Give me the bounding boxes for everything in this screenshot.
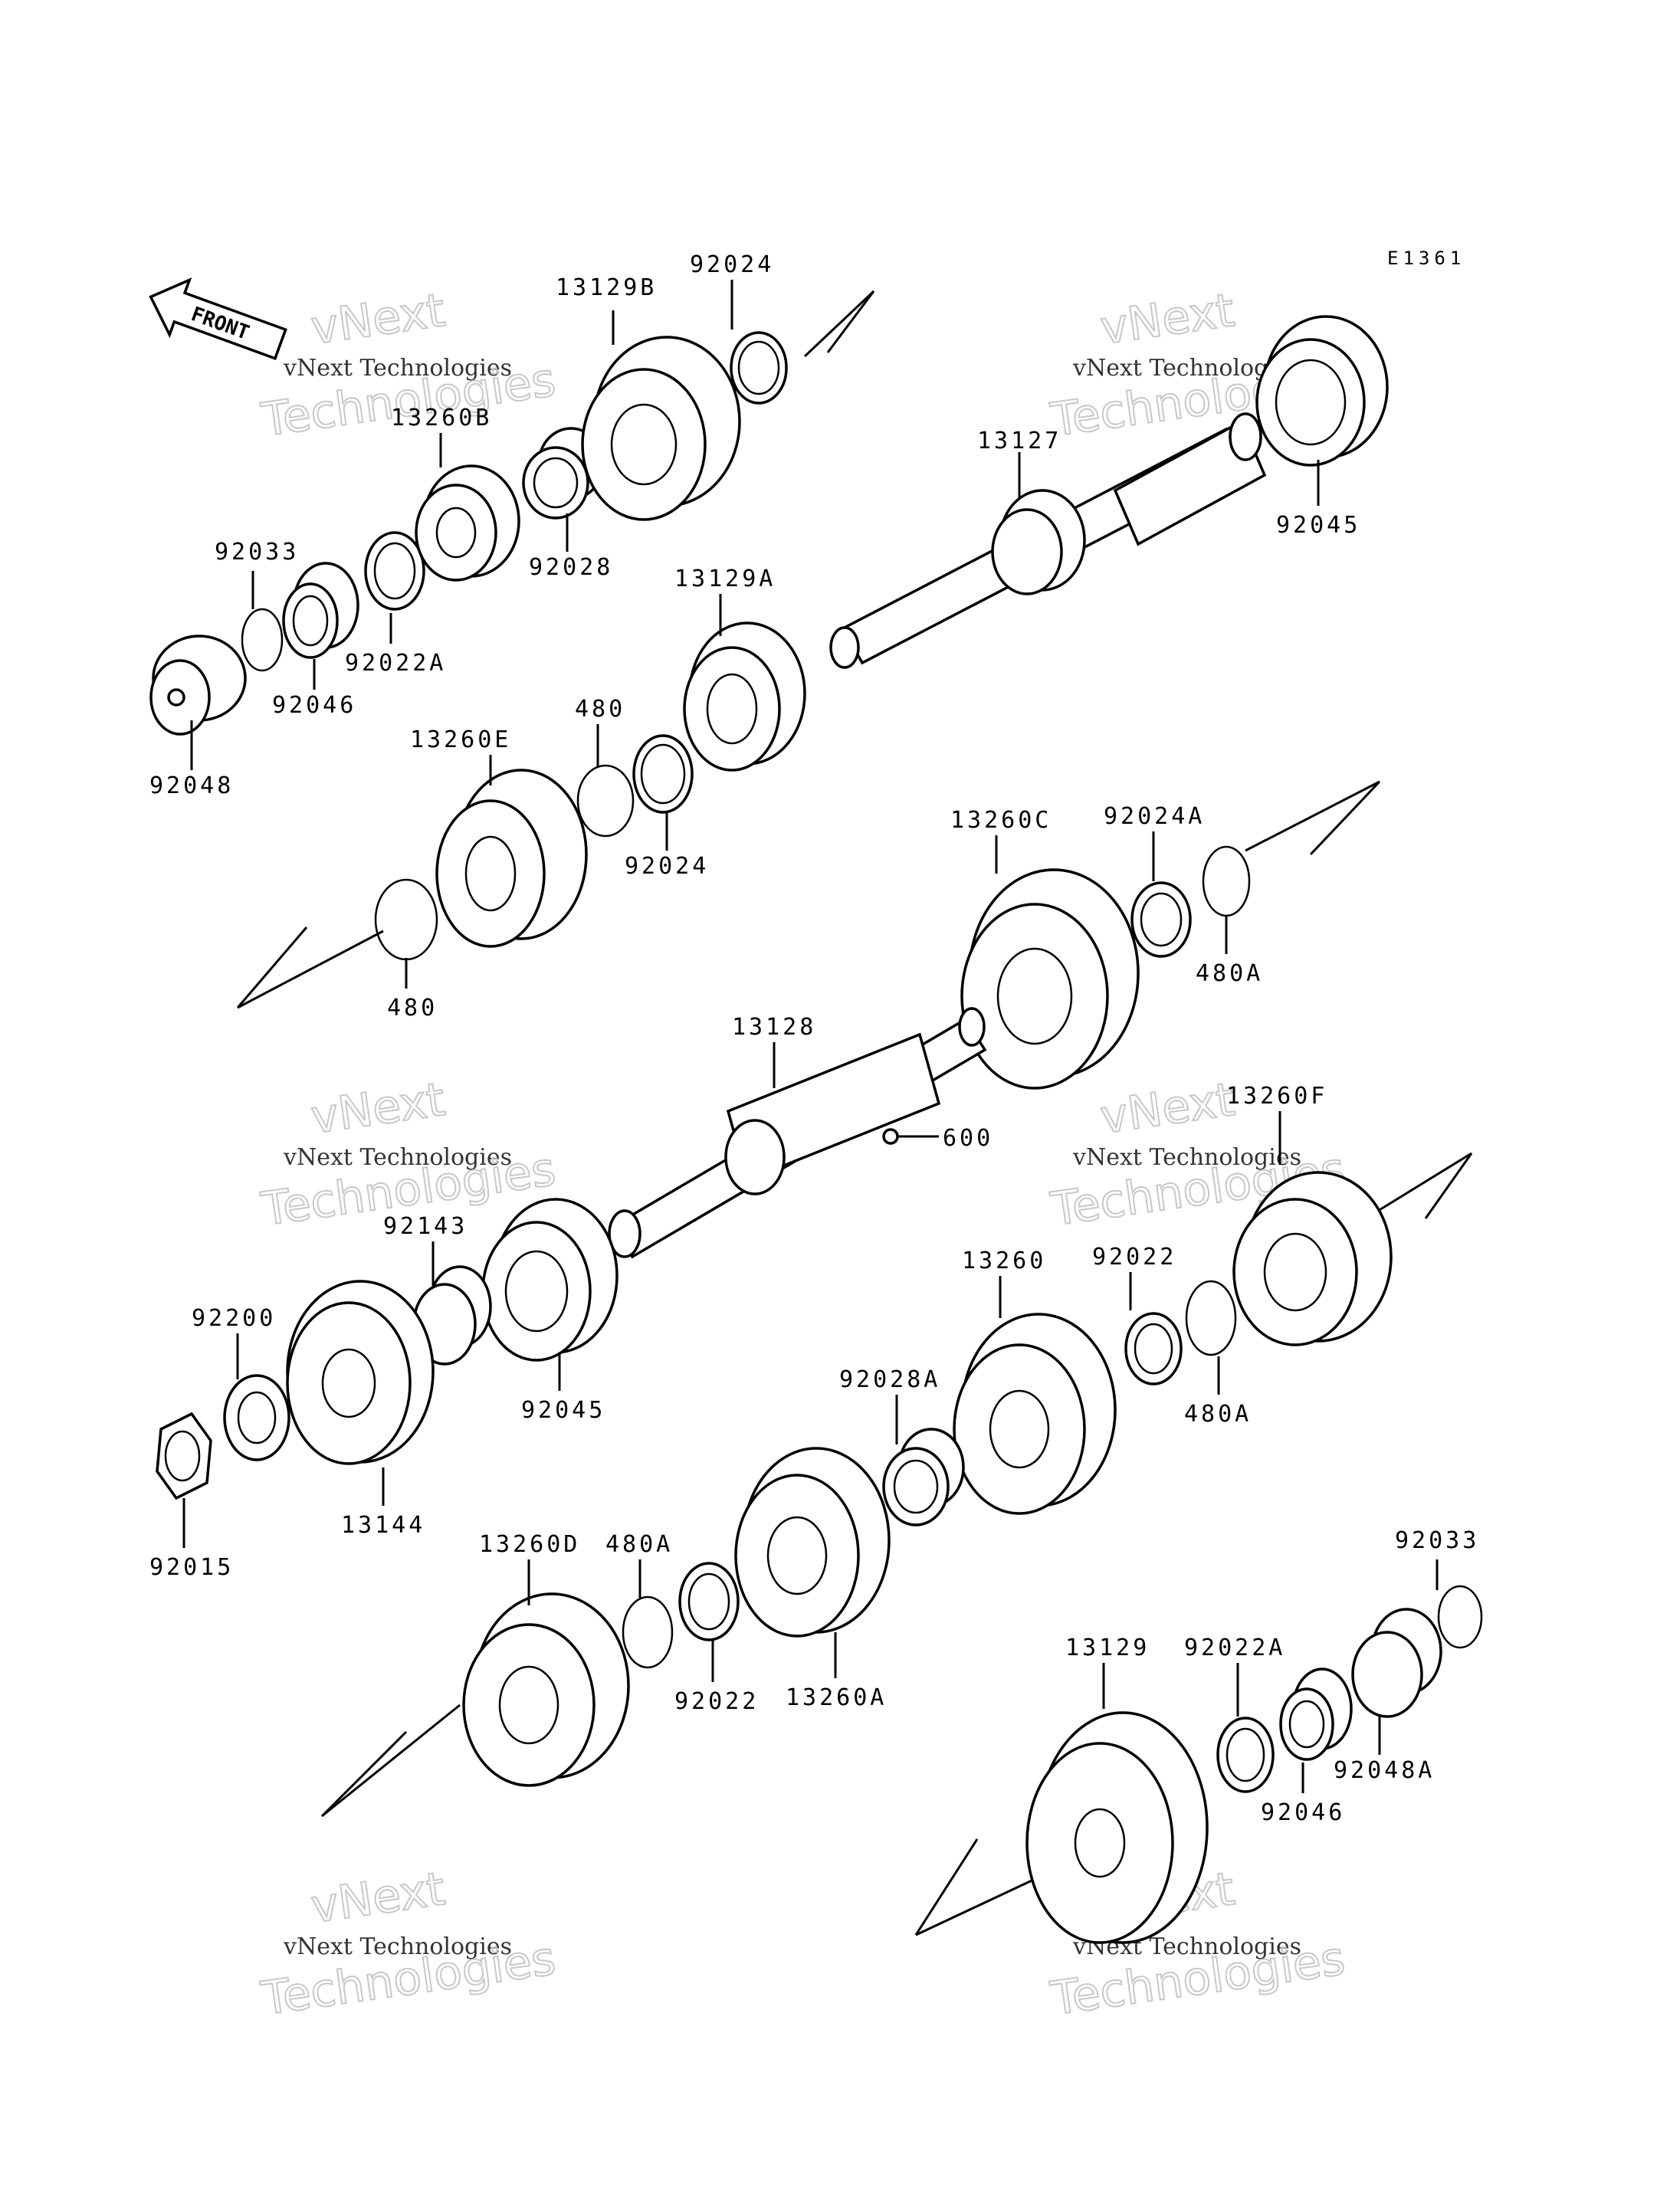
label-92022A-low: 92022A [1184, 1635, 1285, 1661]
part-92033-circlip-icon [241, 608, 284, 672]
label-13129: 13129 [1065, 1635, 1150, 1661]
label-600: 600 [943, 1125, 993, 1152]
label-92015: 92015 [149, 1554, 234, 1581]
label-92028: 92028 [529, 554, 613, 581]
watermark-small: vNext Technologies [283, 355, 512, 382]
part-92046-needle-bearing-low-icon [1279, 1667, 1353, 1761]
label-13260E: 13260E [410, 726, 511, 753]
part-92024-circlip-top-icon [730, 331, 788, 405]
label-92033-low: 92033 [1395, 1527, 1479, 1554]
part-480A-circlip-low-icon [622, 1595, 674, 1669]
label-92022A-top: 92022A [345, 650, 446, 677]
diagram-code: E1361 [1387, 248, 1465, 269]
part-13128-counter-shaft-icon [608, 1007, 987, 1259]
label-13129A: 13129A [674, 566, 776, 592]
part-480A-circlip-mid-icon [1185, 1280, 1237, 1356]
axis-lines [236, 290, 1473, 1936]
part-92028A-bushing-icon [882, 1428, 965, 1526]
label-480A-top: 480A [1196, 960, 1263, 987]
label-92024-mid: 92024 [625, 853, 709, 880]
part-92046-needle-bearing-icon [282, 562, 359, 659]
part-92022-washer-low-icon [678, 1562, 740, 1641]
label-92045-mid: 92045 [521, 1397, 605, 1424]
part-13260F-gear-icon [1232, 1171, 1393, 1346]
part-13129-gear-icon [1025, 1711, 1209, 1944]
part-92048A-collar-icon [1351, 1608, 1442, 1718]
label-13260D: 13260D [479, 1531, 580, 1558]
label-480A-mid: 480A [1184, 1401, 1252, 1428]
part-92022A-washer-icon [364, 531, 425, 611]
label-92033-top: 92033 [215, 539, 299, 566]
watermark-big-top: vNext [308, 284, 448, 356]
part-13260E-gear-icon [435, 769, 588, 948]
part-600-dot-icon [882, 1128, 939, 1145]
part-13129A-gear-icon [683, 621, 806, 772]
label-92048: 92048 [149, 772, 234, 799]
label-92024-top: 92024 [690, 251, 774, 278]
label-13260F: 13260F [1226, 1083, 1327, 1110]
label-92028A: 92028A [839, 1366, 940, 1393]
label-13128: 13128 [732, 1014, 816, 1041]
part-92045-bearing-top-icon [1255, 315, 1389, 467]
part-92015-nut-icon [156, 1412, 212, 1500]
part-92022-washer-right-icon [1124, 1312, 1183, 1385]
part-480-circlip-left-icon [374, 878, 438, 961]
part-labels: 13129B 92024 13260B 92033 92028 92022A 9… [149, 251, 1479, 1826]
part-13144-sprocket-icon [286, 1280, 435, 1465]
label-13260: 13260 [962, 1248, 1046, 1274]
label-92045-top: 92045 [1276, 512, 1360, 539]
label-92022-low: 92022 [674, 1688, 759, 1715]
label-480-top: 480 [575, 696, 625, 723]
watermark-small: vNext Technologies [1072, 1144, 1301, 1171]
label-13260C: 13260C [950, 807, 1052, 834]
watermark-small: vNext Technologies [283, 1933, 512, 1960]
leader-lines [182, 280, 1439, 1793]
part-13127-main-shaft-icon [829, 412, 1267, 669]
front-arrow-icon: FRONT [149, 277, 287, 360]
label-92022-right: 92022 [1092, 1244, 1176, 1271]
label-92200: 92200 [192, 1305, 276, 1332]
label-13144: 13144 [341, 1512, 425, 1539]
label-13260B: 13260B [391, 405, 492, 431]
part-480A-circlip-top-icon [1202, 845, 1251, 917]
label-92046-low: 92046 [1261, 1799, 1345, 1826]
label-92048A: 92048A [1334, 1757, 1435, 1784]
part-13260C-gear-icon [960, 868, 1140, 1090]
part-92033-circlip-low-icon [1437, 1585, 1483, 1649]
watermark-big-top: vNext [308, 1073, 448, 1145]
part-13260A-gear-icon [734, 1447, 891, 1638]
watermark-small: vNext Technologies [283, 1144, 512, 1171]
label-13260A: 13260A [786, 1684, 887, 1711]
watermark-big-top: vNext [1098, 284, 1238, 356]
label-13129B: 13129B [556, 274, 657, 301]
label-480-left: 480 [387, 995, 438, 1021]
part-92024-circlip-mid-icon [632, 734, 694, 814]
part-92022A-washer-low-icon [1216, 1717, 1275, 1793]
part-13260B-gear-icon [415, 464, 520, 582]
watermark-big-top: vNext [308, 1862, 448, 1934]
label-13127: 13127 [977, 428, 1061, 454]
watermark-big-top: vNext [1098, 1073, 1238, 1145]
part-13260-gear-icon [953, 1313, 1117, 1515]
part-92045-bearing-mid-icon [481, 1198, 619, 1362]
part-13129B-gear-icon [581, 336, 741, 521]
label-92143: 92143 [383, 1213, 468, 1240]
label-480A-low: 480A [605, 1531, 673, 1558]
part-92048-cap-icon [149, 635, 247, 736]
part-13260D-gear-icon [462, 1592, 630, 1787]
label-92046-top: 92046 [272, 692, 356, 719]
part-92200-lockwasher-icon [223, 1374, 290, 1461]
part-480-circlip-top-icon [576, 764, 635, 838]
label-92024A: 92024A [1104, 803, 1205, 830]
part-92024A-circlip-icon [1130, 881, 1192, 958]
